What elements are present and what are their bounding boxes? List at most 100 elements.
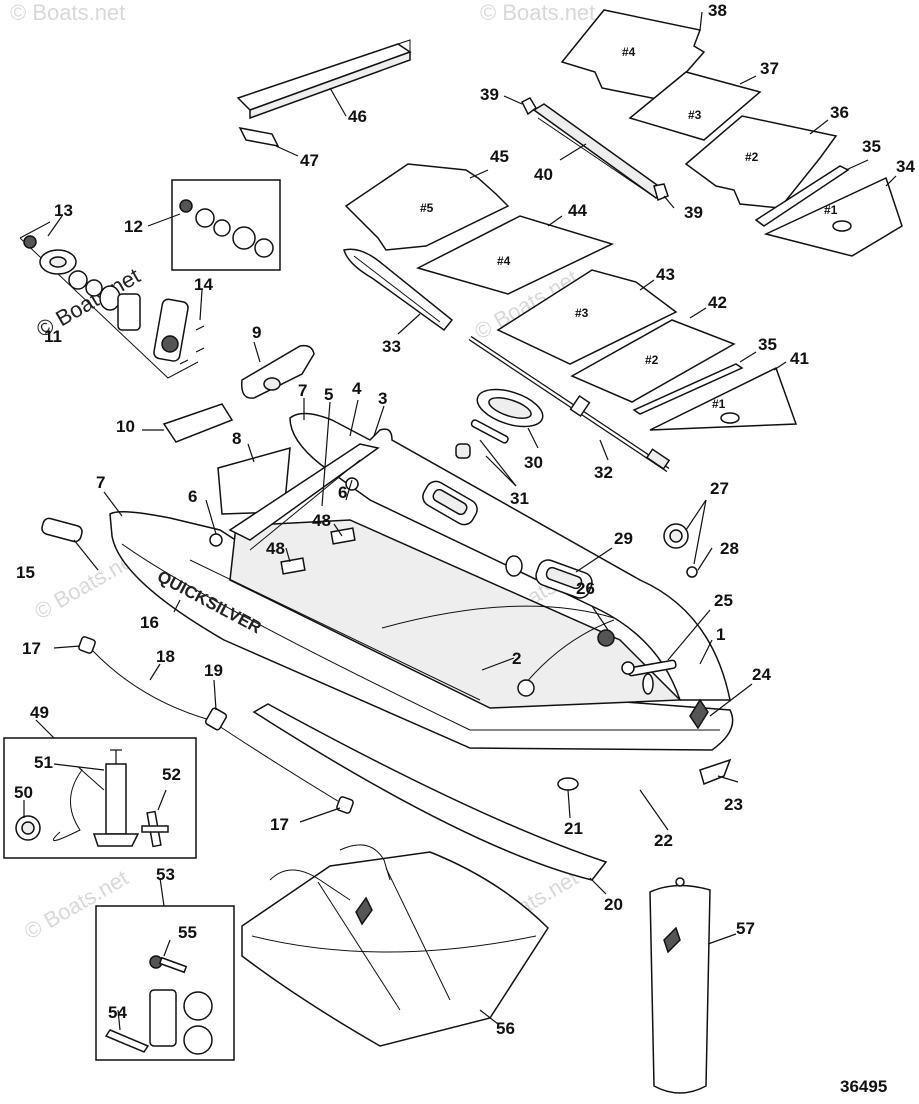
callout-13: 13 — [54, 201, 73, 220]
callout-15: 15 — [16, 563, 35, 582]
callout-1: 1 — [716, 625, 725, 644]
paddle-part-33 — [343, 248, 454, 332]
tube-bag-57 — [649, 877, 711, 1094]
callout-8: 8 — [232, 429, 241, 448]
callout-19: 19 — [204, 661, 223, 680]
callout-35-top: 35 — [862, 137, 881, 156]
callout-42: 42 — [708, 293, 727, 312]
callout-37: 37 — [760, 59, 779, 78]
callout-25: 25 — [714, 591, 733, 610]
callout-27: 27 — [710, 479, 729, 498]
callout-17-left: 17 — [22, 639, 41, 658]
pin-part-31 — [455, 419, 509, 459]
callout-17-right: 17 — [270, 815, 289, 834]
callout-48-right: 48 — [312, 511, 331, 530]
repair-kit-53 — [95, 905, 235, 1061]
strip-35 — [632, 363, 744, 415]
board-label-2: #2 — [645, 353, 659, 367]
watermark-top-center: © Boats.net — [480, 0, 595, 25]
callout-22: 22 — [654, 831, 673, 850]
callout-39-right: 39 — [684, 203, 703, 222]
callout-46: 46 — [348, 107, 367, 126]
callout-26: 26 — [576, 579, 595, 598]
line-part-18 — [78, 636, 354, 814]
board-label-alt-3: #3 — [688, 108, 702, 122]
board-label-alt-1: #1 — [824, 203, 838, 217]
callout-45: 45 — [490, 147, 509, 166]
callout-49: 49 — [30, 703, 49, 722]
callout-54: 54 — [108, 1003, 127, 1022]
valve-kit-12 — [171, 179, 281, 271]
callout-10: 10 — [116, 417, 135, 436]
callout-33: 33 — [382, 337, 401, 356]
callout-4: 4 — [352, 379, 362, 398]
alt-strip-35 — [754, 165, 850, 227]
callout-47: 47 — [300, 151, 319, 170]
oarlock-part-30 — [476, 388, 544, 428]
callout-39-left: 39 — [480, 85, 499, 104]
callout-29: 29 — [614, 529, 633, 548]
floorboard-43: #3 — [496, 269, 678, 365]
callout-38: 38 — [708, 1, 727, 20]
callout-9: 9 — [252, 323, 261, 342]
alt-floorboard-38: #4 — [560, 9, 706, 101]
callout-44: 44 — [568, 201, 587, 220]
boat-hull-part-1: QUICKSILVER — [109, 412, 734, 791]
callout-7-left: 7 — [96, 473, 105, 492]
alt-floorboard-34: #1 — [763, 176, 903, 257]
callout-56: 56 — [496, 1019, 515, 1038]
callout-41: 41 — [790, 349, 809, 368]
callout-51: 51 — [34, 753, 53, 772]
callout-21: 21 — [564, 819, 583, 838]
callout-7-top: 7 — [298, 381, 307, 400]
valve-kit-11 — [19, 221, 205, 379]
callout-2: 2 — [512, 649, 521, 668]
handle-part-15 — [41, 517, 83, 543]
callout-36: 36 — [830, 103, 849, 122]
strip-part-20 — [252, 703, 608, 881]
board-label-1: #1 — [712, 397, 726, 411]
oar-part-32 — [468, 335, 671, 473]
callout-57: 57 — [736, 919, 755, 938]
callout-24: 24 — [752, 665, 771, 684]
callout-40: 40 — [534, 165, 553, 184]
callout-5: 5 — [324, 385, 333, 404]
board-label-3: #3 — [575, 306, 589, 320]
callout-6-left: 6 — [188, 487, 197, 506]
callout-34: 34 — [896, 157, 915, 176]
watermark-top-left: © Boats.net — [10, 0, 125, 25]
board-label-alt-4: #4 — [622, 45, 636, 59]
pump-kit-49 — [3, 737, 197, 859]
floorboard-45: #5 — [344, 163, 510, 251]
part-10 — [162, 403, 234, 443]
board-label-5: #5 — [420, 201, 434, 215]
callout-43: 43 — [656, 265, 675, 284]
callout-14: 14 — [194, 275, 213, 294]
seat-part-46 — [236, 39, 412, 120]
callout-31: 31 — [510, 489, 529, 508]
callout-35-mid: 35 — [758, 335, 777, 354]
callout-50: 50 — [14, 783, 33, 802]
diagram-id: 36495 — [840, 1077, 887, 1096]
floorboard-44: #4 — [415, 215, 615, 295]
strip-part-47 — [238, 126, 280, 148]
callout-11: 11 — [44, 327, 62, 346]
callout-labels: 38 37 36 35 34 39 40 39 45 44 43 42 35 4… — [14, 1, 915, 1096]
alt-floorboard-37: #3 — [628, 71, 762, 141]
floorboard-41: #1 — [649, 366, 798, 431]
callout-12: 12 — [124, 217, 143, 236]
board-label-4: #4 — [497, 254, 511, 268]
callout-18: 18 — [156, 647, 175, 666]
leader-lines — [23, 11, 897, 1031]
callout-28: 28 — [720, 539, 739, 558]
board-label-alt-2: #2 — [745, 150, 759, 164]
callout-20: 20 — [604, 895, 623, 914]
callout-53: 53 — [156, 865, 175, 884]
callout-55: 55 — [178, 923, 197, 942]
floorboard-42: #2 — [570, 319, 736, 403]
callout-48-left: 48 — [266, 539, 285, 558]
callout-52: 52 — [162, 765, 181, 784]
callout-3: 3 — [378, 389, 387, 408]
callout-6-right: 6 — [338, 483, 347, 502]
